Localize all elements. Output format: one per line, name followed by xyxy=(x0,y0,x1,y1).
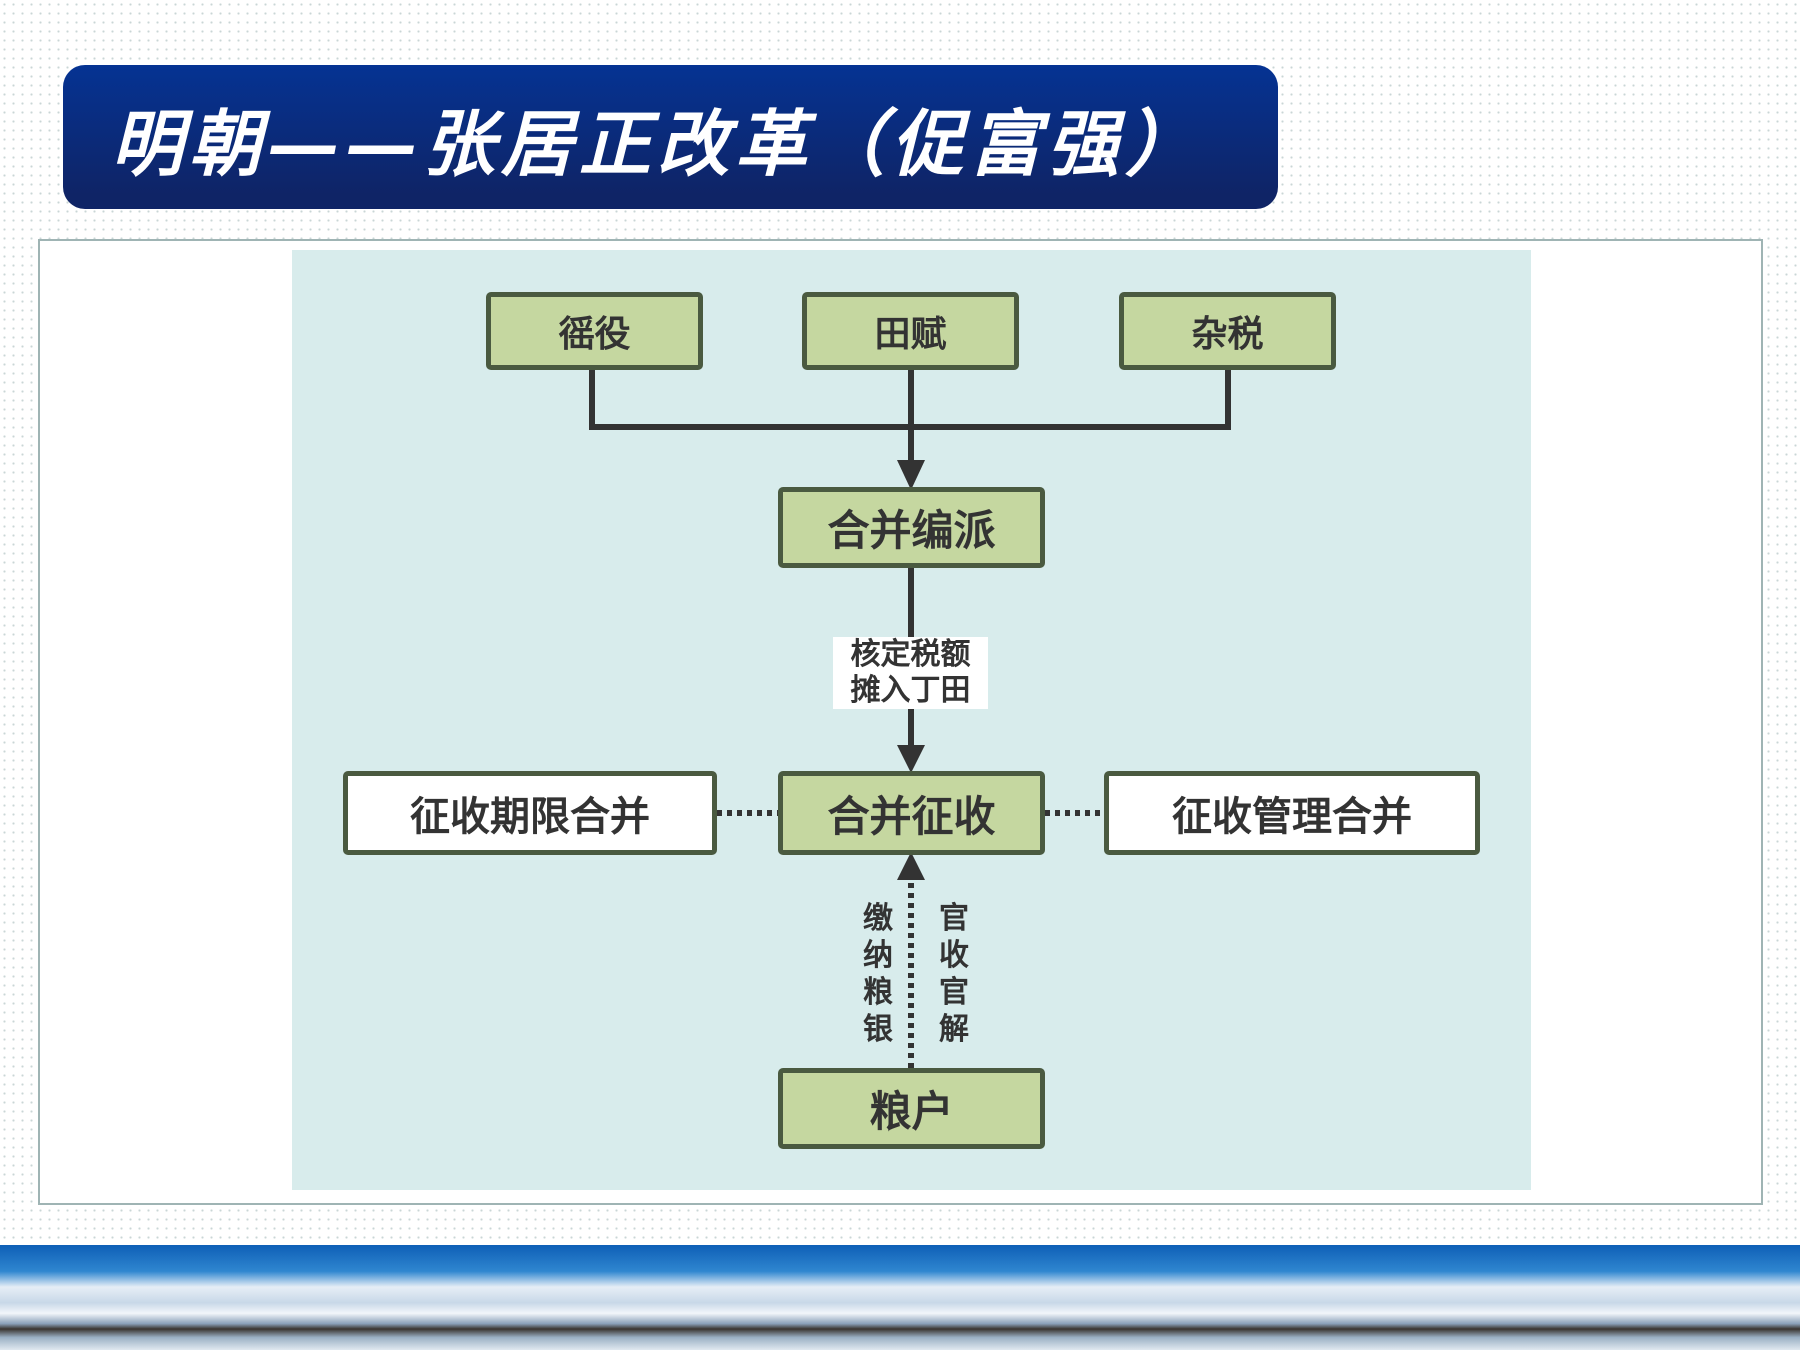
box-corvee: 徭役 xyxy=(486,292,703,370)
mountain-banner-image xyxy=(0,1245,1800,1350)
arrow-label-line2: 摊入丁田 xyxy=(850,673,971,708)
arrowhead xyxy=(897,852,925,880)
slide-title: 明朝——张居正改革（促富强） xyxy=(63,65,1278,209)
arrowhead xyxy=(897,745,925,773)
arrow-label: 核定税额 摊入丁田 xyxy=(833,637,988,709)
left-vertical-label: 缴纳粮银 xyxy=(863,901,893,1047)
box-merge-collect: 合并征收 xyxy=(778,771,1045,855)
box-household: 粮户 xyxy=(778,1068,1045,1149)
box-misc-tax: 杂税 xyxy=(1119,292,1336,370)
arrow-label-line1: 核定税额 xyxy=(850,637,971,672)
box-management-merge: 征收管理合并 xyxy=(1104,771,1480,855)
right-vertical-label: 官收官解 xyxy=(939,901,969,1047)
arrowhead xyxy=(897,460,925,490)
box-land-tax: 田赋 xyxy=(802,292,1019,370)
box-period-merge: 征收期限合并 xyxy=(343,771,717,855)
box-merge-assign: 合并编派 xyxy=(778,487,1045,568)
